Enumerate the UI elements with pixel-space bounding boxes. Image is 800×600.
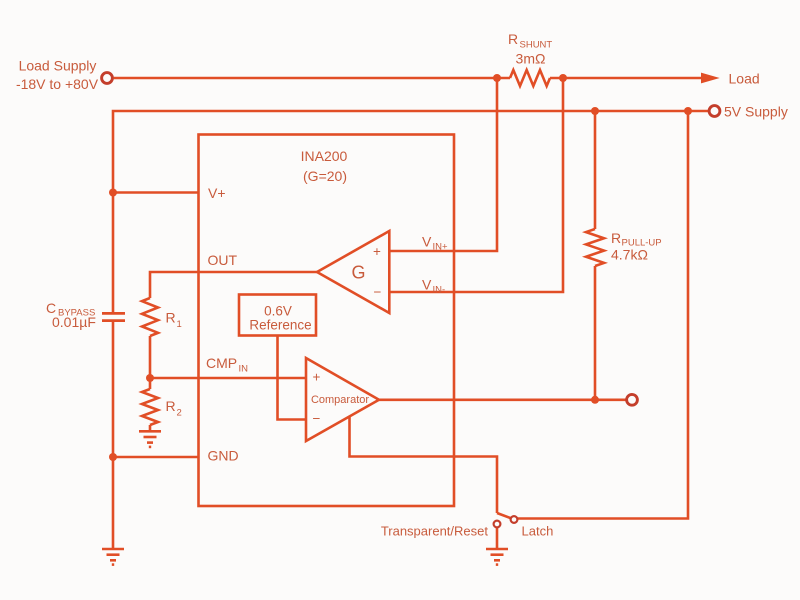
wire-latch-pullup (517, 111, 690, 520)
5v-supply-label: 5V Supply (724, 104, 788, 120)
ground-symbol-r2 (137, 429, 163, 449)
shunt-ref-label: R (508, 31, 518, 47)
wire-out-pin (148, 270, 317, 298)
switch-reset-label: Transparent/Reset (381, 524, 489, 539)
bypass-capacitor (102, 312, 125, 322)
pin-gnd-label: GND (208, 448, 239, 464)
reference-label-line1: 0.6V (264, 304, 292, 319)
load-arrow-icon (701, 72, 720, 84)
shunt-value-label: 3mΩ (516, 51, 546, 67)
wire-5v-rail (111, 109, 708, 313)
bypass-cap-subscript: BYPASS (58, 308, 95, 319)
junction-dot (684, 107, 692, 115)
r1-subscript: 1 (177, 319, 182, 330)
comparator-output-terminal (625, 392, 639, 407)
pin-cmp-label: CMP (206, 355, 237, 371)
comparator-label: Comparator (311, 394, 369, 406)
comparator-plus-sign: + (313, 370, 321, 385)
reference-label-line2: Reference (249, 318, 311, 333)
pullup-subscript: PULL-UP (622, 238, 662, 249)
5v-supply-terminal (707, 104, 722, 118)
gain-amplifier-triangle (314, 228, 391, 316)
switch-contact-latch (509, 514, 519, 524)
pin-vin-pos-subscript: IN+ (433, 242, 449, 253)
pullup-value-label: 4.7kΩ (611, 247, 648, 263)
bypass-cap-label: C (46, 300, 56, 316)
switch-contact-reset (492, 519, 502, 529)
switch-latch-label: Latch (522, 524, 554, 539)
pin-vin-neg-label: V (422, 277, 432, 293)
amplifier-minus-sign: − (374, 285, 382, 300)
pin-vin-neg-subscript: IN- (433, 285, 446, 296)
junction-dot (146, 374, 154, 382)
r1-label: R (166, 310, 176, 326)
junction-dot (109, 188, 117, 197)
wires (111, 76, 708, 549)
load-supply-label-line2: -18V to +80V (16, 76, 99, 92)
shunt-ref-subscript: SHUNT (520, 40, 553, 51)
load-label: Load (729, 71, 760, 87)
wire-latch-feedback (348, 416, 499, 513)
resistor-r2 (138, 387, 162, 427)
ground-symbol-left (100, 547, 126, 566)
junction-dot (559, 74, 567, 82)
junction-dots (109, 74, 692, 461)
load-supply-label-line1: Load Supply (19, 58, 97, 74)
wire-vin-minus (389, 78, 565, 294)
amplifier-gain-label: G (351, 263, 365, 283)
wire-reference-to-comparator (276, 335, 306, 421)
pin-vplus-label: V+ (208, 185, 226, 201)
load-supply-terminal (100, 71, 114, 85)
chip-outline (197, 133, 456, 508)
latch-switch-lever (496, 511, 512, 520)
junction-dot (591, 107, 599, 115)
pin-out-label: OUT (208, 252, 238, 268)
chip-name-label: INA200 (301, 148, 348, 164)
comparator-triangle (304, 355, 382, 444)
pin-cmp-subscript: IN (239, 364, 249, 375)
bypass-cap-value: 0.01µF (52, 314, 96, 330)
ground-symbol-switch (484, 547, 510, 566)
reference-box (237, 293, 318, 337)
resistor-r1 (138, 296, 162, 338)
chip-gain-label: (G=20) (303, 168, 347, 184)
r2-subscript: 2 (177, 408, 182, 419)
comparator-minus-sign: − (313, 411, 321, 426)
junction-dot (109, 453, 117, 461)
pullup-resistor (581, 227, 609, 268)
pullup-label: R (611, 230, 621, 246)
junction-dot (493, 74, 501, 82)
r2-label: R (166, 398, 176, 414)
wire-vin-plus (389, 78, 499, 253)
pin-vin-pos-label: V (422, 234, 432, 250)
shunt-resistor (508, 66, 552, 90)
junction-dot (591, 395, 599, 404)
amplifier-plus-sign: + (373, 244, 381, 259)
